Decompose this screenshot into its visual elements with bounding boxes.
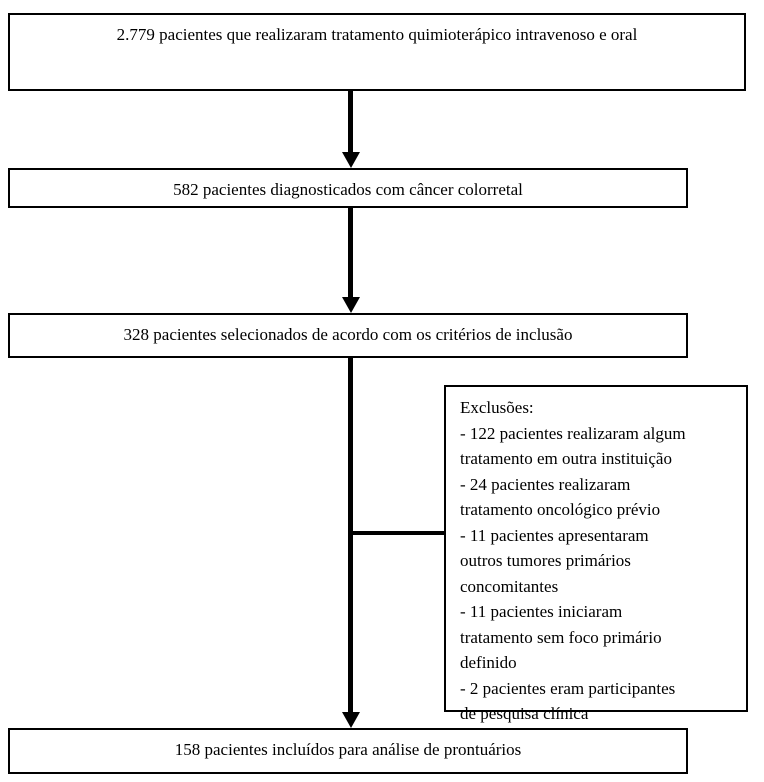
exclusions-line-item-2a: - 24 pacientes realizaram	[460, 474, 631, 494]
exclusions-heading: Exclusões:	[460, 398, 534, 417]
exclusions-line-item-3c: concomitantes	[460, 576, 559, 596]
flow-node-included-label: 158 pacientes incluídos para análise de …	[174, 740, 522, 759]
connector-screened-to-diagnosed-shaft	[348, 91, 353, 153]
exclusions-line-item-1b: tratamento em outra instituição	[460, 449, 672, 468]
down-arrow-icon-selected-to-included	[342, 712, 360, 728]
exclusions-line-item-3b: outros tumores primários	[460, 551, 631, 570]
flow-node-included: 158 pacientes incluídos para análise de …	[8, 728, 688, 774]
flow-node-diagnosed-label: 582 pacientes diagnosticados com câncer …	[173, 180, 523, 199]
exclusions-line-item-5a: - 2 pacientes eram participantes	[460, 678, 676, 698]
flow-node-screened-label: 2.779 pacientes que realizaram tratament…	[116, 25, 638, 44]
exclusions-line-item-2b: tratamento oncológico prévio	[460, 500, 661, 519]
exclusions-line-item-4a: - 11 pacientes iniciaram	[460, 602, 623, 621]
connector-diagnosed-to-selected-shaft	[348, 208, 353, 298]
flow-node-selected: 328 pacientes selecionados de acordo com…	[8, 313, 688, 358]
exclusions-line-item-4c: definido	[460, 653, 517, 672]
exclusions-list: Exclusões: - 122 pacientes realizaram al…	[446, 387, 746, 727]
down-arrow-icon-screened-to-diagnosed	[342, 152, 360, 168]
down-arrow-icon-diagnosed-to-selected	[342, 297, 360, 313]
exclusions-line-item-5b: de pesquisa clínica	[460, 704, 589, 723]
flow-node-selected-label: 328 pacientes selecionados de acordo com…	[123, 325, 573, 344]
flow-node-diagnosed: 582 pacientes diagnosticados com câncer …	[8, 168, 688, 208]
connector-selected-to-exclusions	[350, 531, 446, 535]
connector-selected-to-included-shaft	[348, 358, 353, 713]
exclusions-line-item-1a: - 122 pacientes realizaram algum	[460, 423, 686, 443]
exclusions-line-item-3a: - 11 pacientes apresentaram	[460, 525, 649, 545]
flow-node-screened: 2.779 pacientes que realizaram tratament…	[8, 13, 746, 91]
exclusions-line-item-4b: tratamento sem foco primário	[460, 627, 662, 647]
exclusions-box: Exclusões: - 122 pacientes realizaram al…	[444, 385, 748, 723]
